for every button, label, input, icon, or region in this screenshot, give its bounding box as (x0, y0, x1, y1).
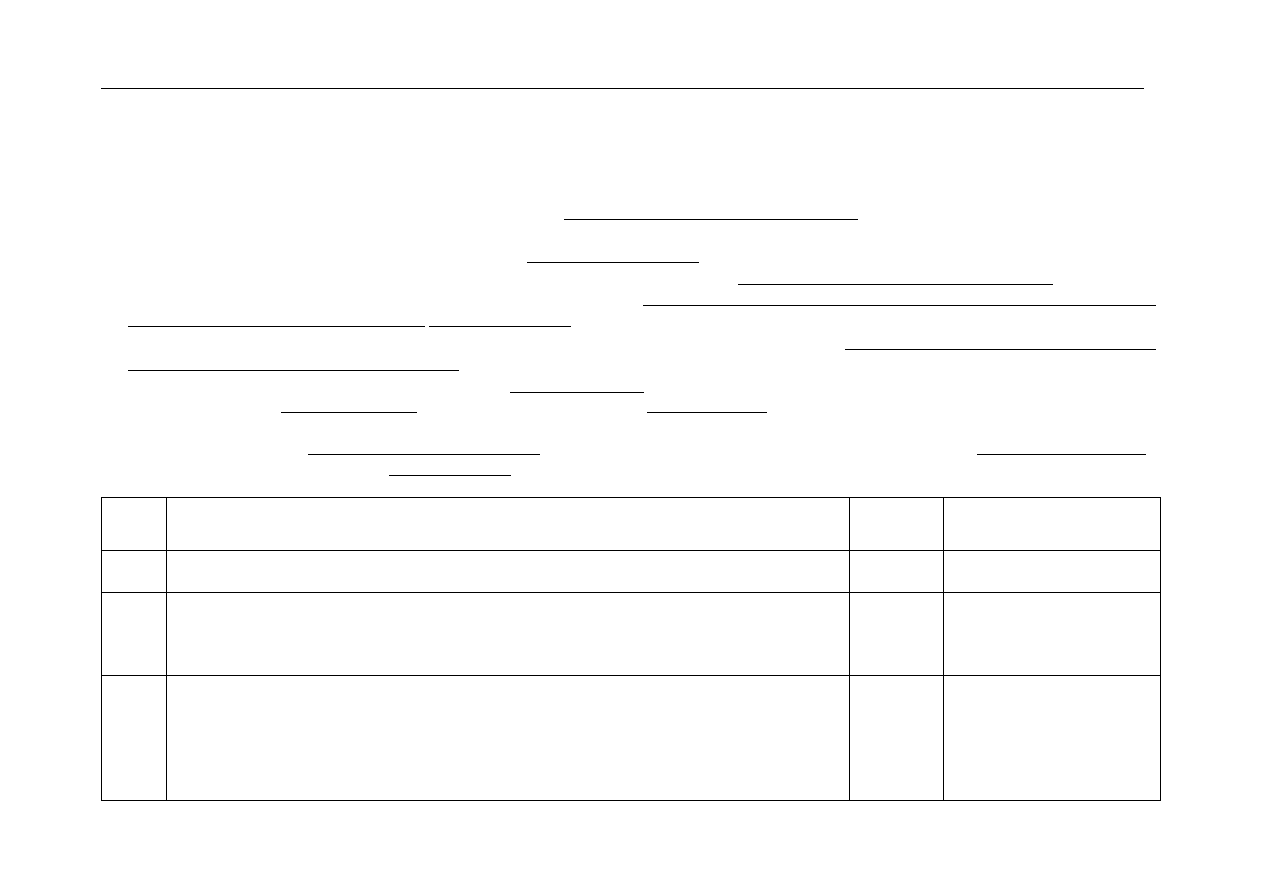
table-cell (166, 675, 850, 801)
table-cell (849, 550, 944, 593)
table-cell (849, 592, 944, 676)
table-cell (101, 675, 167, 801)
table-cell (849, 497, 944, 551)
table-cell (849, 675, 944, 801)
table-row (101, 550, 1161, 593)
fill-in-blank-9[interactable] (510, 392, 644, 393)
table-cell (101, 497, 167, 551)
fill-in-blank-4[interactable] (643, 305, 1156, 306)
table-cell (943, 592, 1161, 676)
header-rule (101, 88, 1144, 89)
fill-in-blank-12[interactable] (308, 454, 540, 455)
fill-in-blank-10[interactable] (281, 412, 417, 413)
fill-in-blank-6[interactable] (429, 326, 571, 327)
fill-in-blank-2[interactable] (527, 262, 699, 263)
table-cell (166, 550, 850, 593)
fill-in-blank-1[interactable] (564, 219, 858, 220)
table-cell (943, 675, 1161, 801)
fill-in-blank-8[interactable] (128, 370, 459, 371)
table-row (101, 675, 1161, 801)
fill-in-blank-5[interactable] (128, 326, 425, 327)
form-table (101, 497, 1161, 801)
fill-in-blank-3[interactable] (738, 284, 1053, 285)
fill-in-blank-7[interactable] (845, 349, 1156, 350)
fill-in-blank-11[interactable] (647, 412, 767, 413)
table-cell (943, 550, 1161, 593)
table-header-row (101, 497, 1161, 551)
table-cell (943, 497, 1161, 551)
table-cell (101, 550, 167, 593)
table-row (101, 592, 1161, 676)
table-cell (166, 592, 850, 676)
table-cell (166, 497, 850, 551)
table-cell (101, 592, 167, 676)
fill-in-blank-13[interactable] (977, 454, 1146, 455)
fill-in-blank-14[interactable] (389, 475, 511, 476)
